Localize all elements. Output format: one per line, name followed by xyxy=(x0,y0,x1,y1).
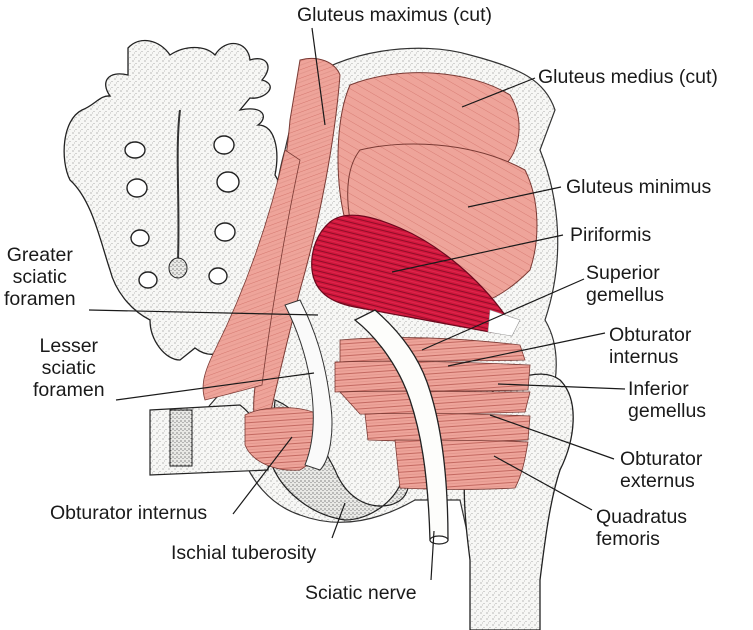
obturator-internus-muscle xyxy=(334,360,531,393)
obturator-externus-muscle xyxy=(364,412,531,442)
label-gluteus-medius: Gluteus medius (cut) xyxy=(538,66,718,88)
label-gluteus-minimus: Gluteus minimus xyxy=(566,176,712,198)
sacrotuberous-ligament xyxy=(284,299,333,471)
label-obturator-internus-bottom: Obturator internus xyxy=(50,502,208,524)
median-sacral-crest xyxy=(176,109,181,261)
piriformis-tendon xyxy=(487,309,521,337)
sacral-foramina xyxy=(124,135,240,289)
label-greater-sciatic-foramen: Greater sciatic foramen xyxy=(4,244,76,310)
pubic-symphysis xyxy=(169,409,193,467)
label-superior-gemellus: Superior gemellus xyxy=(586,262,665,306)
label-ischial-tuberosity: Ischial tuberosity xyxy=(171,542,317,564)
gluteus-maximus-lateral xyxy=(202,149,301,401)
label-lesser-sciatic-foramen: Lesser sciatic foramen xyxy=(33,335,105,401)
label-sciatic-nerve: Sciatic nerve xyxy=(305,582,417,604)
label-obturator-internus-right: Obturator internus xyxy=(609,324,692,368)
label-inferior-gemellus: Inferior gemellus xyxy=(628,378,707,422)
label-obturator-externus: Obturator externus xyxy=(620,448,703,492)
label-quadratus-femoris: Quadratus femoris xyxy=(596,506,688,550)
label-piriformis: Piriformis xyxy=(570,224,652,246)
label-gluteus-maximus: Gluteus maximus (cut) xyxy=(297,4,493,26)
sacral-hiatus xyxy=(168,257,188,279)
sciatic-nerve-cut-end xyxy=(429,535,449,545)
quadratus-femoris-muscle xyxy=(394,439,529,490)
leader-lines xyxy=(88,27,626,581)
